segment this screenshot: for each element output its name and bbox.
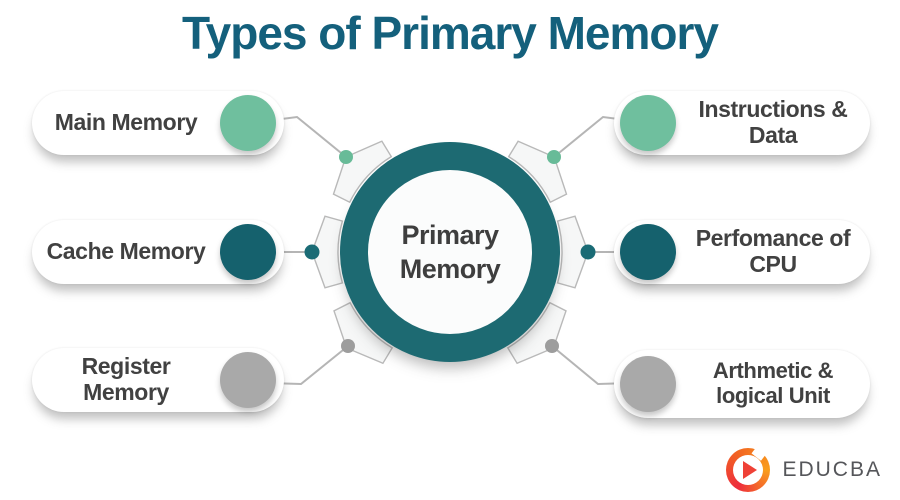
hub-label-line1: Primary [401, 220, 499, 250]
dot-main-memory [339, 150, 353, 164]
hub-label-line2: Memory [399, 254, 501, 284]
node-label: Instructions & Data [698, 96, 848, 148]
node-instructions-data: Instructions & Data [614, 91, 870, 155]
node-label: Cache Memory [46, 238, 206, 265]
node-label: Main Memory [54, 109, 198, 136]
node-bullet-circle [620, 95, 676, 151]
educba-logo-text: EDUCBA [782, 458, 882, 481]
node-label: Arthmetic & logical Unit [712, 358, 834, 408]
node-performance-cpu: Perfomance of CPU [614, 220, 870, 284]
petal-left [311, 215, 344, 289]
logo-ring-gap [751, 446, 767, 461]
node-bullet-circle [620, 356, 676, 412]
dot-register-memory [341, 339, 355, 353]
node-register-memory: Register Memory [32, 348, 284, 412]
dot-instructions-data [547, 150, 561, 164]
node-label: Perfomance of CPU [695, 225, 851, 277]
node-cache-memory: Cache Memory [32, 220, 284, 284]
page-title: Types of Primary Memory [181, 7, 719, 59]
node-bullet-circle [220, 224, 276, 280]
node-bullet-circle [220, 352, 276, 408]
node-arithmetic-logical: Arthmetic & logical Unit [614, 350, 870, 418]
dot-cache-memory [304, 244, 320, 260]
node-bullet-circle [220, 95, 276, 151]
dot-arithmetic-logical [545, 339, 559, 353]
petal-right [556, 215, 589, 289]
node-main-memory: Main Memory [32, 91, 284, 155]
educba-logo: EDUCBA [726, 446, 882, 492]
node-label: Register Memory [81, 353, 171, 405]
node-bullet-circle [620, 224, 676, 280]
dot-performance-cpu [580, 244, 596, 260]
central-hub: Primary Memory [340, 142, 560, 362]
educba-logo-icon [726, 446, 771, 492]
